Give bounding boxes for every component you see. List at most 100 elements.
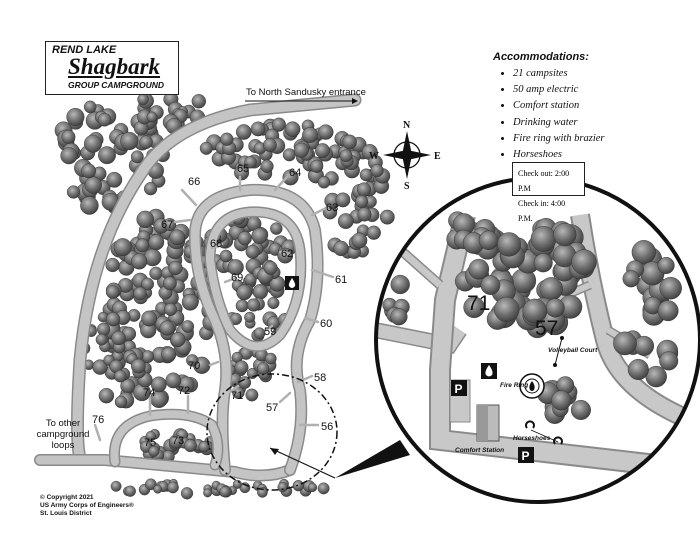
tree	[162, 276, 177, 291]
tree	[219, 486, 231, 498]
tree	[66, 185, 81, 199]
tree	[203, 488, 213, 498]
tree	[271, 117, 286, 132]
tree	[356, 182, 372, 197]
tree	[351, 232, 368, 249]
compass-rose: N S E W	[369, 120, 441, 192]
tree	[634, 335, 655, 356]
tree	[284, 121, 301, 137]
tree	[139, 135, 153, 149]
tree	[366, 225, 381, 240]
tree	[494, 296, 520, 322]
north-entrance-label: To North Sandusky entrance	[246, 87, 366, 98]
compass-n: N	[403, 120, 411, 131]
tree	[264, 352, 277, 365]
inset-callout	[335, 440, 410, 478]
tree	[180, 487, 194, 500]
copyright-line: St. Louis District	[40, 510, 92, 517]
other-loops-label: To other campground loops	[36, 418, 90, 451]
copyright-notice: © Copyright 2021 US Army Corps of Engine…	[40, 494, 134, 518]
tree	[244, 311, 256, 323]
tree	[120, 131, 139, 151]
tree	[114, 369, 127, 383]
site-62: 62	[281, 248, 293, 260]
tree	[245, 244, 260, 259]
north-entrance-arrow	[245, 98, 358, 104]
copyright-line: US Army Corps of Engineers®	[40, 502, 134, 509]
tree	[657, 300, 679, 322]
campsite-numbers: 56 57 58 59 60 61 62 63 64 65 66 67 68 6…	[92, 163, 347, 449]
tree	[135, 238, 150, 253]
accommodation-item: Horseshoes	[513, 147, 693, 163]
tree	[570, 400, 591, 421]
tree	[282, 169, 299, 186]
site-71: 71	[231, 390, 243, 402]
campground-title-box: REND LAKE Shagbark GROUP CAMPGROUND	[45, 41, 179, 95]
tree	[83, 100, 97, 114]
tree	[238, 376, 252, 389]
tree	[163, 217, 177, 231]
tree	[153, 484, 163, 494]
site-60: 60	[320, 318, 332, 330]
tree	[235, 299, 249, 313]
site-61: 61	[335, 274, 347, 286]
volleyball-court-label: Volleyball Court	[548, 347, 598, 354]
inset-water-icon	[481, 363, 497, 379]
tree	[166, 481, 179, 494]
tree	[161, 346, 177, 362]
tree	[159, 320, 175, 336]
tree	[81, 163, 97, 179]
tree	[252, 284, 268, 300]
tree	[98, 146, 116, 165]
tree	[270, 222, 283, 235]
tree	[533, 253, 553, 273]
tree	[235, 124, 252, 140]
horseshoes-icon	[525, 420, 563, 445]
tree	[168, 260, 183, 276]
site-76: 76	[92, 414, 104, 426]
tree	[145, 431, 157, 442]
tree	[613, 331, 637, 356]
tree	[164, 302, 178, 316]
tree	[136, 210, 154, 229]
tree	[170, 332, 186, 348]
tree	[66, 107, 85, 126]
tree	[390, 308, 408, 326]
parking-icon: P	[451, 380, 467, 396]
tree	[181, 320, 195, 333]
compass-w: W	[369, 151, 379, 162]
svg-text:P: P	[455, 382, 463, 396]
tree	[370, 163, 384, 178]
tree	[244, 155, 257, 169]
site-73: 73	[172, 435, 184, 447]
tree	[277, 481, 288, 493]
accommodation-item: Fire ring with brazier	[513, 131, 693, 147]
site-58: 58	[314, 372, 326, 384]
tree	[237, 231, 252, 246]
accommodation-item: Drinking water	[513, 115, 693, 131]
tree	[390, 274, 410, 295]
copyright-line: © Copyright 2021	[40, 494, 94, 501]
tree	[262, 138, 277, 152]
site-69: 69	[231, 272, 243, 284]
tree	[105, 257, 120, 273]
tree	[105, 312, 121, 327]
parking-icon-2: P	[518, 447, 534, 463]
tree	[83, 134, 102, 153]
site-63: 63	[326, 202, 338, 214]
tree	[198, 441, 210, 453]
checkin-checkout-box: Check out: 2:00 P.M Check in: 4:00 P.M.	[512, 162, 585, 223]
svg-text:P: P	[522, 449, 530, 463]
tree	[659, 277, 682, 300]
tree	[114, 395, 128, 409]
tree	[146, 111, 158, 123]
tree	[357, 207, 372, 222]
tree	[355, 194, 369, 208]
tree	[181, 293, 199, 311]
tree	[234, 165, 250, 181]
fire-ring-label: Fire Ring	[500, 382, 528, 389]
tree	[307, 482, 318, 493]
tree	[339, 149, 353, 163]
tree	[659, 351, 679, 371]
fire-ring-icon	[519, 373, 545, 399]
